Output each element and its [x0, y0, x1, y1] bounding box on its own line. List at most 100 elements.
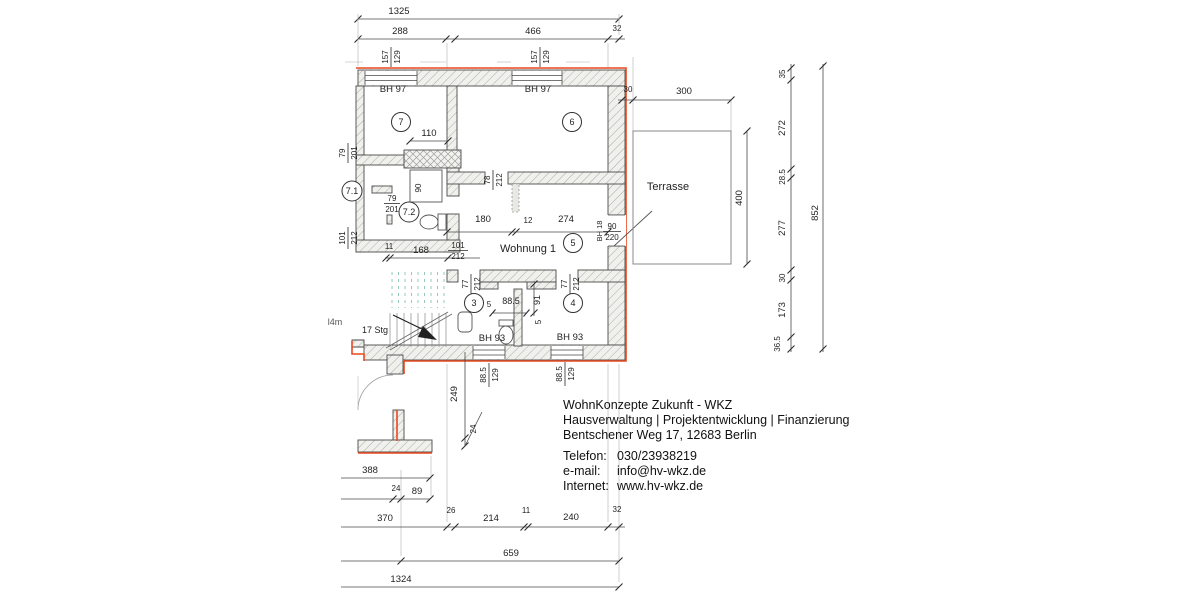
svg-text:129: 129: [567, 367, 576, 381]
svg-text:88.5: 88.5: [479, 367, 488, 383]
window-label-bottom-right: 88.5 129: [555, 362, 576, 386]
svg-text:79: 79: [338, 148, 347, 157]
room-6: 6: [569, 117, 574, 127]
dim-11b: 11: [522, 506, 531, 515]
dim-chain-top: 1325 288 466 32 157 129 157 129: [345, 6, 625, 67]
bh93-left: BH 93: [479, 333, 505, 344]
window-label-top-right: 157 129: [530, 47, 551, 67]
wc-3-bowl: [498, 325, 514, 345]
door-101-212-mid: 101 212: [448, 241, 468, 261]
web-value: www.hv-wkz.de: [616, 479, 703, 493]
dim-272: 272: [777, 120, 788, 136]
svg-text:78: 78: [483, 175, 492, 184]
svg-text:101: 101: [338, 231, 347, 245]
wall-hook-a: [371, 185, 393, 194]
svg-text:129: 129: [491, 368, 500, 382]
dim-110: 110: [421, 128, 436, 139]
svg-text:101: 101: [451, 241, 465, 250]
staircase: 17 Stg l4m: [328, 272, 453, 351]
dim-chain-bottom: 249 24 388 24 89 370 26 214 11 240 32 65…: [341, 352, 625, 591]
wall-mid-b: [507, 171, 626, 185]
svg-text:79: 79: [388, 194, 397, 203]
dim-32b: 32: [613, 505, 622, 514]
email-label: e-mail:: [563, 464, 601, 478]
terrace: 30 300 400: [618, 85, 751, 268]
dim-388: 388: [362, 465, 378, 476]
stair-dashed-upper: [391, 272, 445, 308]
dim-466: 466: [525, 26, 541, 37]
wall-porch-horiz: [357, 439, 433, 453]
stair-cut-line: [385, 311, 453, 351]
door-77-212-right: 77 212: [560, 274, 581, 294]
dim-300: 300: [676, 86, 692, 97]
wall-bath34-b: [526, 281, 557, 290]
door-77-212-left: 77 212: [461, 274, 482, 294]
dim-659: 659: [503, 548, 519, 559]
entrance-door: [357, 374, 394, 411]
wall-right-lower: [607, 245, 626, 346]
shower-size-label: 90: [414, 183, 423, 192]
wall-r34-top-c: [577, 269, 626, 283]
dim-interior: 110 180 12 274 11 168 5 88.5 91 5: [382, 128, 612, 324]
dim-89: 89: [412, 486, 423, 497]
dim-1324: 1324: [390, 574, 411, 585]
door-79-201-left: 79 201: [338, 143, 359, 163]
window-label-top-left: 157 129: [381, 47, 402, 67]
company-services: Hausverwaltung | Projektentwicklung | Fi…: [563, 413, 850, 427]
room-circles: 7 6 5 3 4 7.1 7.2: [341, 112, 583, 313]
dim-214: 214: [483, 513, 499, 524]
title-block: WohnKonzepte Zukunft - WKZ Hausverwaltun…: [563, 398, 850, 493]
dim-32-top: 32: [613, 24, 622, 33]
room-3: 3: [471, 298, 476, 308]
dim-180: 180: [475, 214, 491, 225]
svg-text:220: 220: [605, 233, 619, 242]
dim-288: 288: [392, 26, 408, 37]
dim-35: 35: [778, 69, 787, 78]
dim-5a: 5: [487, 300, 492, 309]
wall-bath34-vert: [513, 288, 523, 347]
bath-fixtures: 90: [409, 169, 514, 345]
svg-text:201: 201: [350, 146, 359, 160]
wall-bath-bottom: [355, 239, 461, 253]
dim-26: 26: [447, 506, 456, 515]
door-79-201-mid: 79 201: [384, 194, 400, 214]
wall-porch-vert: [392, 409, 405, 441]
door-78-212: 78 212: [483, 170, 504, 190]
dim-370: 370: [377, 513, 393, 524]
wall-corner-notch: [351, 339, 365, 348]
dim-400: 400: [734, 190, 745, 206]
dim-30-terrace: 30: [624, 85, 633, 94]
web-label: Internet:: [563, 479, 609, 493]
wc-72-tank: [437, 213, 447, 231]
dim-240: 240: [563, 512, 579, 523]
wall-bath-top: [355, 154, 405, 166]
room-7-1: 7.1: [346, 186, 359, 196]
dim-274: 274: [558, 214, 574, 225]
window-label-bottom-left: 88.5 129: [479, 363, 500, 387]
shaft-crosshatch: [403, 149, 462, 169]
dim-5b: 5: [534, 319, 543, 324]
shower-tray: [409, 169, 443, 203]
terrasse-label: Terrasse: [647, 181, 689, 193]
room-7-2: 7.2: [403, 207, 416, 217]
dim-91: 91: [532, 295, 542, 305]
svg-text:201: 201: [385, 205, 399, 214]
room-4: 4: [570, 298, 575, 308]
svg-text:212: 212: [495, 173, 504, 187]
left-cut-label: l4m: [328, 317, 343, 327]
room-text-labels: Wohnung 1 Terrasse BH 97 BH 97 BH 93 BH …: [380, 84, 689, 344]
wall-r34-top-a: [446, 269, 459, 283]
bh93-right: BH 93: [557, 332, 583, 343]
svg-text:88.5: 88.5: [555, 366, 564, 382]
dim-277: 277: [777, 220, 788, 236]
wc-72-bowl: [419, 214, 439, 230]
door-90-220: 90 220: [603, 222, 621, 242]
dim-1325: 1325: [388, 6, 409, 17]
stair-arrow-icon: [418, 326, 437, 340]
door-101-212-left: 101 212: [338, 227, 359, 249]
phone-value: 030/23938219: [617, 449, 697, 463]
email-value: info@hv-wkz.de: [617, 464, 706, 478]
wall-right-upper: [607, 85, 626, 216]
dim-30-right: 30: [778, 273, 787, 282]
